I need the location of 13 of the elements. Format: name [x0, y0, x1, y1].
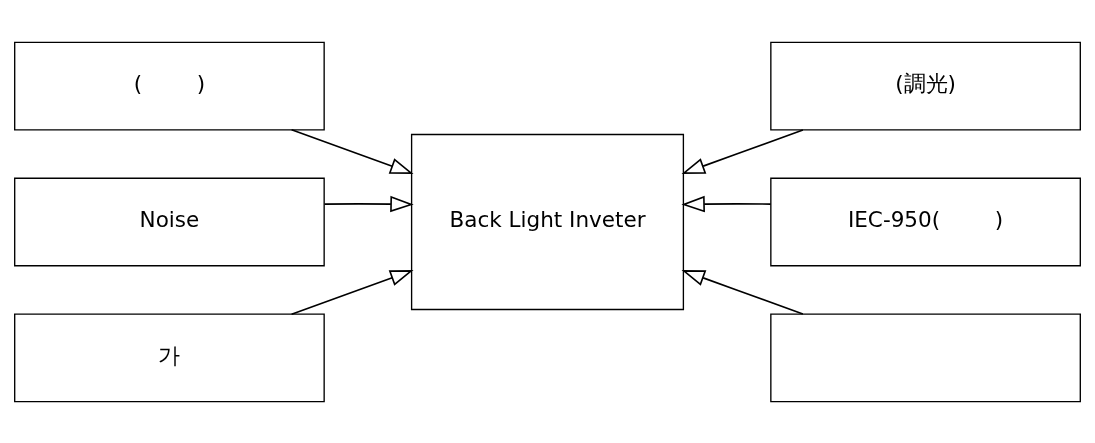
arrow [681, 128, 804, 174]
arrow [290, 128, 414, 174]
node-box: Noise [14, 177, 325, 266]
node-box: 가 [14, 313, 325, 402]
node-box: IEC-950( ) [770, 177, 1081, 266]
arrow [681, 269, 804, 315]
node-box: Back Light Inveter [410, 133, 685, 310]
arrow [290, 269, 414, 315]
arrow [323, 195, 414, 212]
arrow [681, 195, 772, 212]
node-box: ( ) [14, 41, 325, 130]
node-box [770, 313, 1081, 402]
node-box: (調光) [770, 41, 1081, 130]
